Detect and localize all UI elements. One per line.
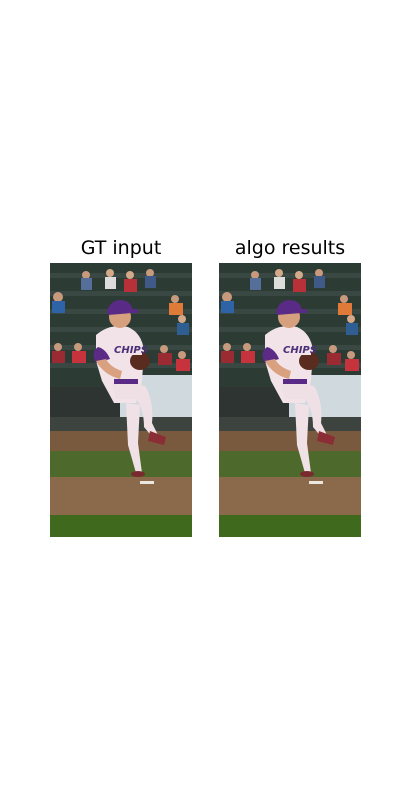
baseball-pitcher-photo: CHIPS (219, 263, 361, 537)
svg-text:CHIPS: CHIPS (283, 345, 317, 356)
figure-panel-right: algo results (219, 236, 361, 537)
panel-title: GT input (80, 237, 162, 259)
figure-panel-left: GT input (50, 236, 192, 537)
baseball-pitcher-photo: CHIPS (50, 263, 192, 537)
svg-text:CHIPS: CHIPS (114, 345, 148, 356)
panel-title: algo results (234, 237, 346, 259)
